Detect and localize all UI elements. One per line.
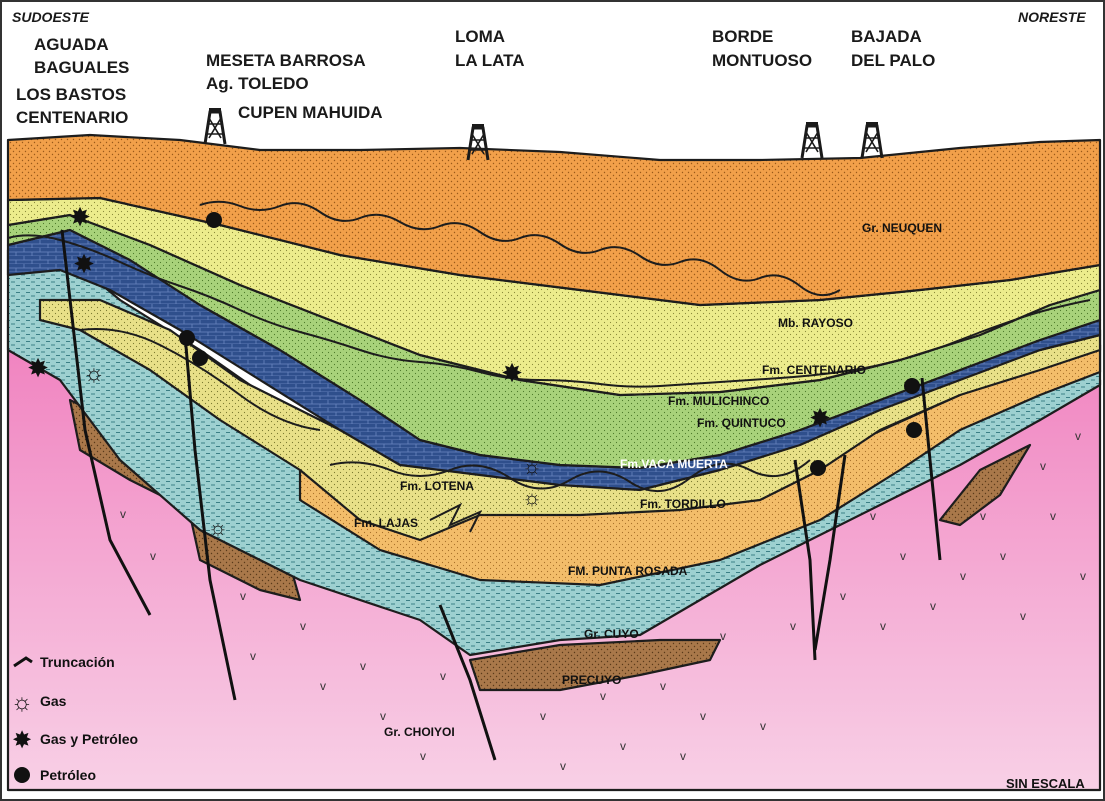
gas-oil-icon: ✸ (809, 403, 831, 433)
field-montuoso: MONTUOSO (712, 51, 812, 70)
field-borde: BORDE (712, 27, 773, 46)
svg-text:v: v (540, 709, 546, 723)
svg-text:v: v (360, 659, 366, 673)
label-fm-mulichinco: Fm. MULICHINCO (668, 394, 769, 408)
gas-icon: ☼ (208, 515, 228, 540)
field-los-bastos: LOS BASTOS (16, 85, 126, 104)
field-la-lata: LA LATA (455, 51, 525, 70)
label-precuyo: PRECUYO (562, 673, 621, 687)
svg-text:v: v (1075, 429, 1081, 443)
svg-text:v: v (1000, 549, 1006, 563)
legend-truncacion: Truncación (40, 654, 115, 670)
gas-oil-icon: ✸ (12, 727, 32, 754)
direction-southwest: SUDOESTE (12, 9, 90, 25)
legend-petroleo: Petróleo (40, 767, 96, 783)
svg-text:v: v (320, 679, 326, 693)
label-gr-choiyoi: Gr. CHOIYOI (384, 725, 455, 739)
svg-text:v: v (870, 509, 876, 523)
svg-text:v: v (700, 709, 706, 723)
svg-text:v: v (150, 549, 156, 563)
field-baguales: BAGUALES (34, 58, 129, 77)
label-mb-rayoso: Mb. RAYOSO (778, 316, 853, 330)
field-bajada: BAJADA (851, 27, 922, 46)
label-fm-vaca-muerta: Fm.VACA MUERTA (620, 457, 728, 471)
legend-gas: Gas (40, 693, 67, 709)
field-cupen-mahuida: CUPEN MAHUIDA (238, 103, 383, 122)
svg-text:v: v (960, 569, 966, 583)
direction-northeast: NORESTE (1018, 9, 1086, 25)
svg-text:v: v (790, 619, 796, 633)
oil-icon (906, 422, 922, 438)
label-fm-lajas: Fm. LAJAS (354, 516, 418, 530)
legend-gas-petroleo: Gas y Petróleo (40, 731, 138, 747)
oil-icon (192, 350, 208, 366)
gas-icon: ☼ (522, 485, 542, 510)
svg-text:v: v (380, 709, 386, 723)
label-fm-tordillo: Fm. TORDILLO (640, 497, 726, 511)
field-del-palo: DEL PALO (851, 51, 935, 70)
oil-icon (810, 460, 826, 476)
gas-oil-icon: ✸ (501, 358, 523, 388)
svg-text:v: v (660, 679, 666, 693)
svg-text:v: v (880, 619, 886, 633)
svg-text:v: v (680, 749, 686, 763)
svg-text:v: v (1020, 609, 1026, 623)
svg-text:v: v (250, 649, 256, 663)
label-fm-punta-rosada: FM. PUNTA ROSADA (568, 564, 688, 578)
svg-text:v: v (600, 689, 606, 703)
scale-note: SIN ESCALA (1006, 776, 1085, 791)
gas-oil-icon: ✸ (27, 353, 49, 383)
svg-text:v: v (420, 749, 426, 763)
svg-text:v: v (980, 509, 986, 523)
svg-text:v: v (760, 719, 766, 733)
label-gr-cuyo: Gr. CUYO (584, 627, 639, 641)
svg-text:v: v (240, 589, 246, 603)
svg-text:v: v (1080, 569, 1086, 583)
gas-oil-icon: ✸ (73, 249, 95, 279)
svg-text:v: v (1040, 459, 1046, 473)
label-fm-lotena: Fm. LOTENA (400, 479, 474, 493)
gas-oil-icon: ✸ (69, 202, 91, 232)
field-loma: LOMA (455, 27, 505, 46)
svg-text:v: v (300, 619, 306, 633)
oil-icon (206, 212, 222, 228)
label-fm-quintuco: Fm. QUINTUCO (697, 416, 786, 430)
svg-text:v: v (930, 599, 936, 613)
svg-text:v: v (1050, 509, 1056, 523)
svg-text:v: v (720, 629, 726, 643)
svg-text:v: v (560, 759, 566, 773)
field-meseta-barrosa: MESETA BARROSA (206, 51, 366, 70)
svg-text:v: v (440, 669, 446, 683)
oil-icon (904, 378, 920, 394)
oil-icon (179, 330, 195, 346)
gas-icon: ☼ (11, 689, 33, 716)
svg-text:v: v (840, 589, 846, 603)
svg-text:v: v (120, 507, 126, 521)
field-aguada: AGUADA (34, 35, 109, 54)
field-ag-toledo: Ag. TOLEDO (206, 74, 309, 93)
svg-text:v: v (620, 739, 626, 753)
label-fm-centenario: Fm. CENTENARIO (762, 363, 866, 377)
gas-icon: ☼ (522, 454, 542, 479)
gas-icon: ☼ (83, 360, 105, 387)
label-gr-neuquen: Gr. NEUQUEN (862, 221, 942, 235)
svg-text:v: v (900, 549, 906, 563)
oil-icon (14, 767, 30, 783)
field-centenario: CENTENARIO (16, 108, 128, 127)
